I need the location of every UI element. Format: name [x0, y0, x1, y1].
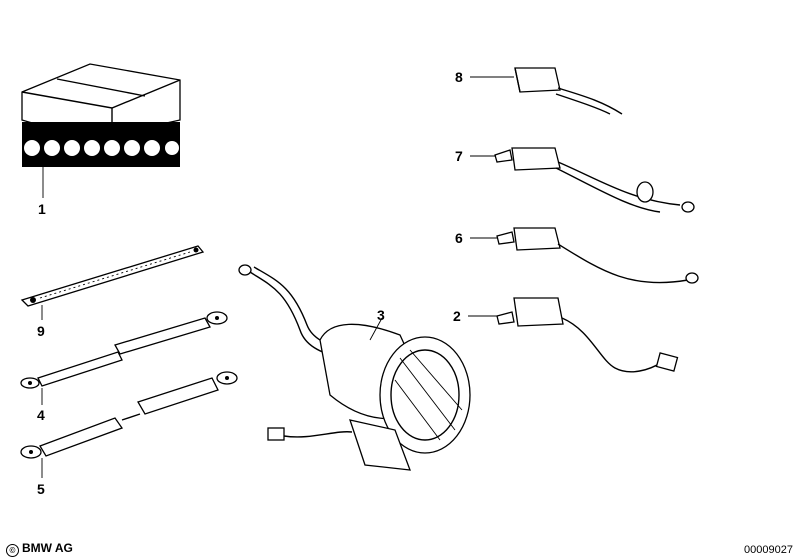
copyright-notice: ©BMW AG	[6, 542, 73, 557]
callout-5: 5	[37, 481, 45, 497]
part-5-cable	[20, 371, 238, 478]
callout-2: 2	[453, 308, 461, 324]
callout-4: 4	[37, 407, 45, 423]
copyright-text: BMW AG	[22, 541, 73, 555]
part-9-strap	[20, 245, 205, 320]
callout-7: 7	[455, 148, 463, 164]
part-1-box	[21, 63, 181, 198]
copyright-symbol: ©	[6, 544, 19, 557]
document-number: 00009027	[744, 544, 793, 556]
part-7-module	[470, 147, 695, 213]
part-8-module	[470, 67, 623, 115]
part-2-module	[468, 297, 679, 373]
callout-6: 6	[455, 230, 463, 246]
callout-3: 3	[377, 307, 385, 323]
callout-9: 9	[37, 323, 45, 339]
part-4-cable	[20, 311, 228, 405]
part-3-lamp	[238, 264, 471, 471]
callout-8: 8	[455, 69, 463, 85]
callout-1: 1	[38, 201, 46, 217]
part-6-module	[470, 227, 699, 284]
